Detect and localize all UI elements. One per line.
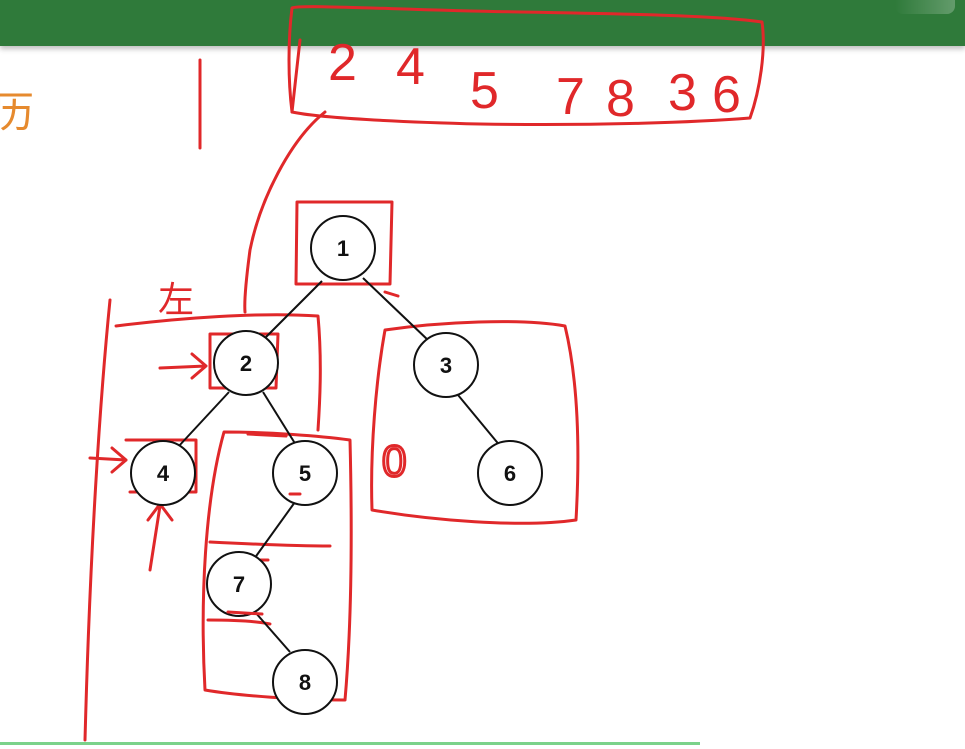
root-box — [294, 200, 394, 286]
node-label: 1 — [337, 236, 349, 261]
edge-3-6 — [457, 394, 502, 448]
node-circle — [310, 215, 376, 281]
traversal-digit: 7 — [556, 68, 585, 126]
edge-7-8 — [254, 611, 291, 653]
node-label: 4 — [157, 461, 170, 486]
node-circle — [130, 440, 196, 506]
node-circle — [272, 649, 338, 715]
edge-2-4 — [177, 391, 230, 448]
node-label: 8 — [299, 670, 311, 695]
bottom-divider — [0, 742, 700, 745]
right-subtree-box — [370, 320, 580, 525]
placeholder-mark: 0 — [382, 437, 406, 486]
traversal-digit: 4 — [396, 38, 425, 96]
node-label: 6 — [504, 461, 516, 486]
edge-1-2 — [265, 280, 323, 338]
left-label: 左 — [158, 280, 194, 321]
tree-node: 2 — [213, 330, 279, 396]
tree-node: 1 — [310, 215, 376, 281]
tree-node: 5 — [272, 440, 338, 506]
tree-edges — [177, 277, 502, 653]
connector-stroke — [243, 110, 327, 314]
node-circle — [272, 440, 338, 506]
tree-node: 6 — [477, 440, 543, 506]
annotation-strokes — [83, 5, 765, 742]
node-circle — [413, 332, 479, 398]
tree-nodes: 1 2 3 4 5 6 7 8 — [130, 215, 543, 715]
arrow-to-2 — [158, 352, 208, 380]
traversal-digit: 2 — [328, 34, 357, 92]
traversal-digit: 3 — [668, 64, 697, 122]
header-bar — [0, 0, 965, 46]
node-circle — [477, 440, 543, 506]
traversal-divider — [290, 38, 302, 114]
left-subtree-box — [83, 298, 322, 742]
traversal-sequence: 2 4 5 7 8 3 6 — [328, 34, 741, 128]
node-underlines — [226, 492, 302, 616]
node-label: 5 — [299, 461, 311, 486]
node-label: 2 — [240, 351, 252, 376]
node-circle — [206, 551, 272, 617]
traversal-box — [287, 5, 765, 127]
node-label: 7 — [233, 572, 245, 597]
traversal-digit: 6 — [712, 66, 741, 124]
tree-node: 7 — [206, 551, 272, 617]
arrow-up-4 — [146, 502, 174, 572]
tree-node: 3 — [413, 332, 479, 398]
subtree-divider — [208, 540, 332, 548]
traversal-digit: 5 — [470, 62, 499, 120]
arrow-to-4 — [88, 446, 128, 474]
edge-1-3 — [362, 277, 431, 343]
tree-node: 4 — [130, 440, 196, 506]
side-title-fragment: 历 — [0, 88, 35, 137]
edge-5-7 — [253, 501, 296, 560]
node-5-subtree-box — [201, 430, 353, 702]
tree-node: 8 — [272, 649, 338, 715]
node-label: 3 — [440, 353, 452, 378]
edge-2-5 — [262, 391, 297, 446]
traversal-digit: 8 — [606, 70, 635, 128]
node-circle — [213, 330, 279, 396]
